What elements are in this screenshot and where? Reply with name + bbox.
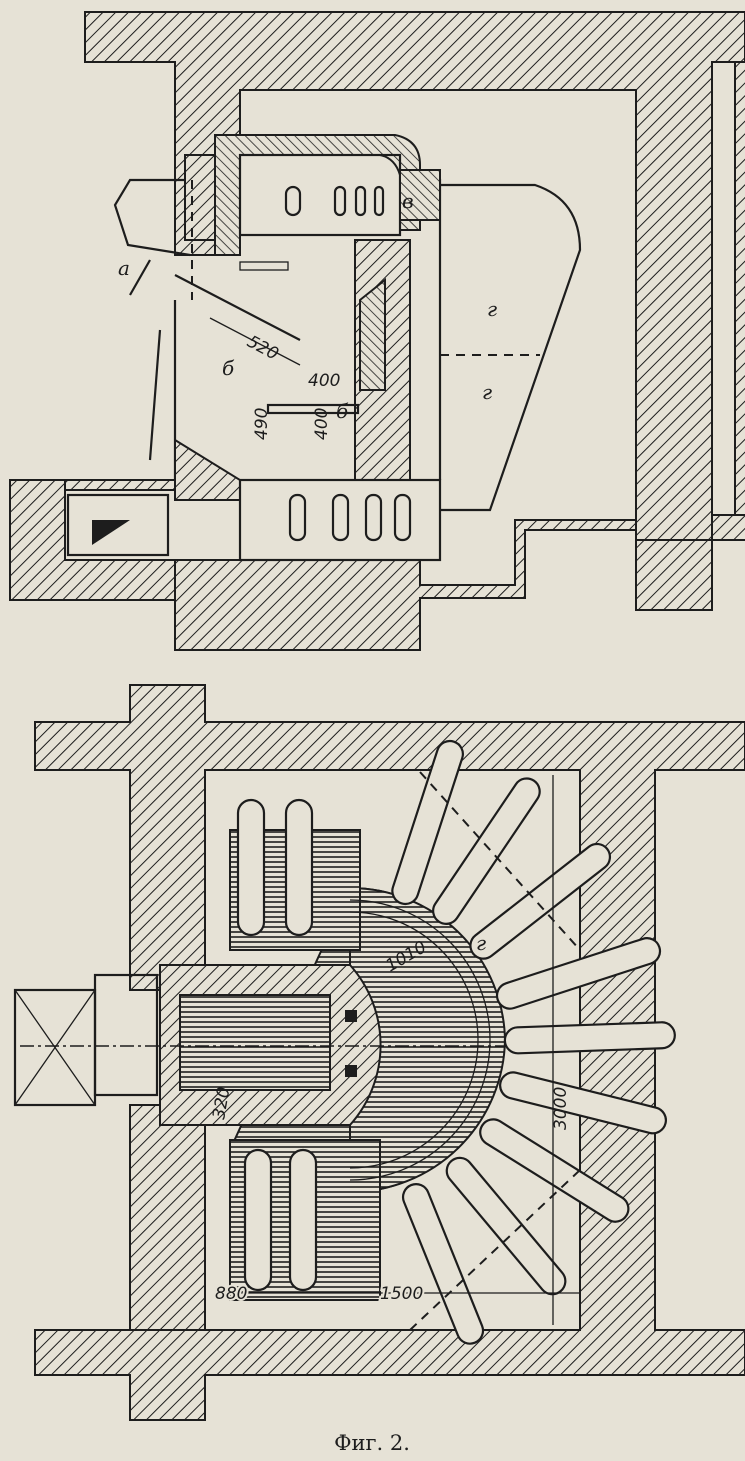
plan-view: 3000 880 1500 320 1010 г xyxy=(13,684,745,1421)
plan-walls xyxy=(34,684,745,1421)
dimension-400-vertical: 400 xyxy=(312,408,332,440)
dimension-1500: 1500 xyxy=(380,1284,423,1304)
tubes xyxy=(236,739,676,1345)
lower-openings xyxy=(288,493,412,542)
label-v: в xyxy=(402,189,414,213)
label-b: б xyxy=(222,356,235,380)
drum-openings xyxy=(284,185,385,217)
dimension-520: 520 xyxy=(244,332,282,365)
label-b: б xyxy=(336,399,349,423)
dimension-880: 880 xyxy=(215,1284,247,1304)
boiler-section xyxy=(66,134,582,562)
dimension-400-horizontal: 400 xyxy=(308,371,340,391)
dimension-3000: 3000 xyxy=(551,1087,571,1130)
label-a: а xyxy=(118,256,130,280)
section-view: а б б в г г 520 400 490 400 xyxy=(9,11,745,651)
dimension-490: 490 xyxy=(252,408,272,440)
label-g: г xyxy=(487,297,497,321)
label-g: г xyxy=(482,380,492,404)
plan-boiler xyxy=(13,739,676,1345)
label-g: г xyxy=(476,931,486,955)
building-walls xyxy=(9,11,745,651)
figure-caption: Фиг. 2. xyxy=(334,1431,410,1455)
